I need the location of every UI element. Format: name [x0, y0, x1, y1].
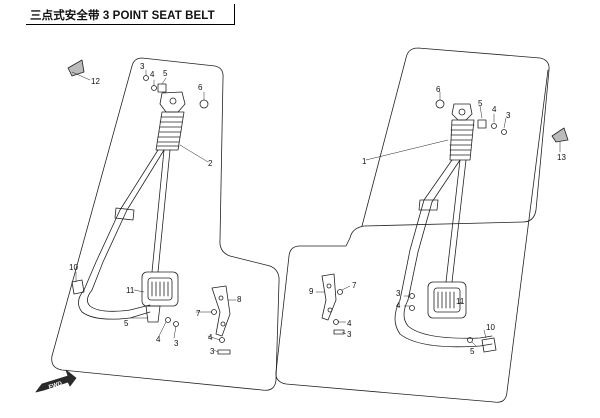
callout-12: 12: [91, 77, 100, 86]
right-washer-4: [491, 123, 497, 129]
callout-r3b: 3: [347, 330, 352, 339]
right-bolt-7: [337, 289, 343, 295]
left-group-outline: [51, 57, 280, 391]
left-webbing-guide: [114, 207, 135, 221]
callout-7: 7: [196, 309, 201, 318]
left-upper-anchor: [159, 91, 186, 113]
callout-r3: 3: [506, 111, 511, 120]
callout-4c: 4: [208, 333, 213, 342]
right-lap-belt: [394, 299, 493, 348]
left-bracket-5: [157, 83, 167, 93]
left-lap-belt: [78, 289, 151, 320]
right-vertical-webbing: [445, 159, 467, 283]
left-bellows-cover: [155, 111, 185, 151]
left-retractor: [141, 271, 179, 307]
left-nut-6: [199, 99, 209, 109]
left-seat-belt-assembly: [51, 57, 280, 391]
right-nut-6: [435, 99, 445, 109]
right-bolt-3c: [333, 329, 345, 335]
right-bellows-cover: [449, 119, 475, 161]
callout-4: 4: [150, 70, 155, 79]
right-bolt-3: [501, 129, 507, 135]
right-buckle-bracket: [321, 273, 337, 321]
right-bracket-5: [477, 119, 487, 129]
callout-1: 1: [362, 157, 367, 166]
fwd-direction-arrow: [35, 369, 77, 393]
callout-10: 10: [69, 263, 78, 272]
callout-r6: 6: [436, 85, 441, 94]
right-webbing-guide: [418, 199, 439, 211]
callout-3b: 3: [174, 339, 179, 348]
callout-2: 2: [208, 159, 213, 168]
right-lap-buckle: [481, 337, 497, 353]
right-upper-anchor: [451, 103, 473, 121]
left-shoulder-webbing: [83, 149, 165, 291]
callout-r3c: 3: [396, 289, 401, 298]
right-bracket-5b: [467, 337, 473, 343]
left-callout-numbers: 12 3 4 5 6 2 10 11 5 4 3 7 8 4 3: [69, 62, 242, 356]
callout-3c: 3: [210, 347, 215, 356]
callout-13: 13: [557, 153, 566, 162]
callout-r7: 7: [352, 281, 357, 290]
callout-3: 3: [140, 62, 145, 71]
right-bolt-3b: [409, 305, 415, 311]
callout-r4b: 4: [347, 319, 352, 328]
right-leader-lines: [315, 91, 561, 347]
callout-5: 5: [163, 69, 168, 78]
callout-r5: 5: [478, 99, 483, 108]
right-callout-numbers: 6 5 4 3 13 1 9 7 4 3 3 4 11 10 5: [309, 85, 566, 356]
left-buckle-bracket: [211, 285, 231, 337]
left-lower-plate: [145, 305, 161, 323]
diagram-title: 三点式安全带 3 POINT SEAT BELT: [30, 10, 215, 22]
left-bolt-3c: [217, 349, 231, 355]
callout-5b: 5: [124, 319, 129, 328]
left-washer-4b: [165, 317, 171, 323]
callout-r11: 11: [456, 297, 465, 306]
callout-8: 8: [237, 295, 242, 304]
right-trim-cover-13: [551, 127, 569, 143]
callout-r4: 4: [492, 105, 497, 114]
right-group-outline: [275, 47, 550, 403]
right-seat-belt-assembly: [275, 47, 569, 403]
callout-4b: 4: [156, 335, 161, 344]
left-anchor-bolt-hole: [169, 97, 177, 105]
right-retractor: [427, 281, 467, 319]
title-frame: 三点式安全带 3 POINT SEAT BELT: [26, 4, 235, 25]
left-lap-buckle: [71, 279, 85, 295]
callout-r5b: 5: [470, 347, 475, 356]
left-leader-lines: [71, 69, 237, 353]
callout-11: 11: [126, 286, 135, 295]
fwd-label: FWD: [48, 381, 63, 391]
callout-r10: 10: [486, 323, 495, 332]
right-anchor-bolt-hole: [458, 108, 466, 116]
right-shoulder-webbing: [399, 159, 461, 301]
callout-9: 9: [309, 287, 314, 296]
callout-r4c: 4: [396, 301, 401, 310]
left-vertical-webbing: [151, 149, 171, 273]
callout-6: 6: [198, 83, 203, 92]
